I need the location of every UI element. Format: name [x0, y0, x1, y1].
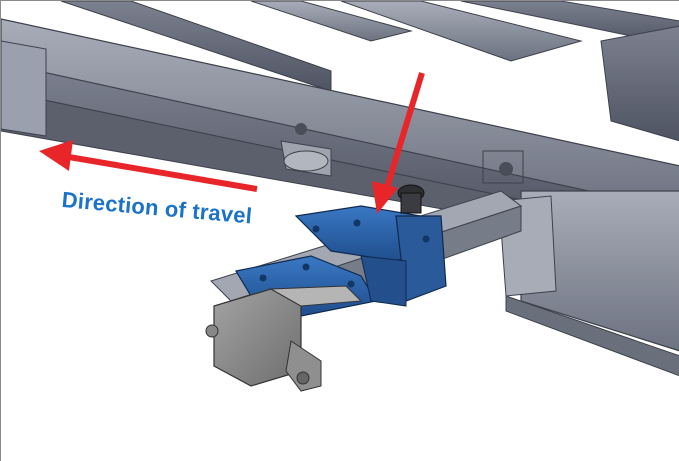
bracket-callout-arrow: [372, 72, 425, 214]
hitch-mount: [205, 285, 363, 392]
cross-member: [498, 190, 679, 377]
direction-arrow: [39, 140, 258, 192]
